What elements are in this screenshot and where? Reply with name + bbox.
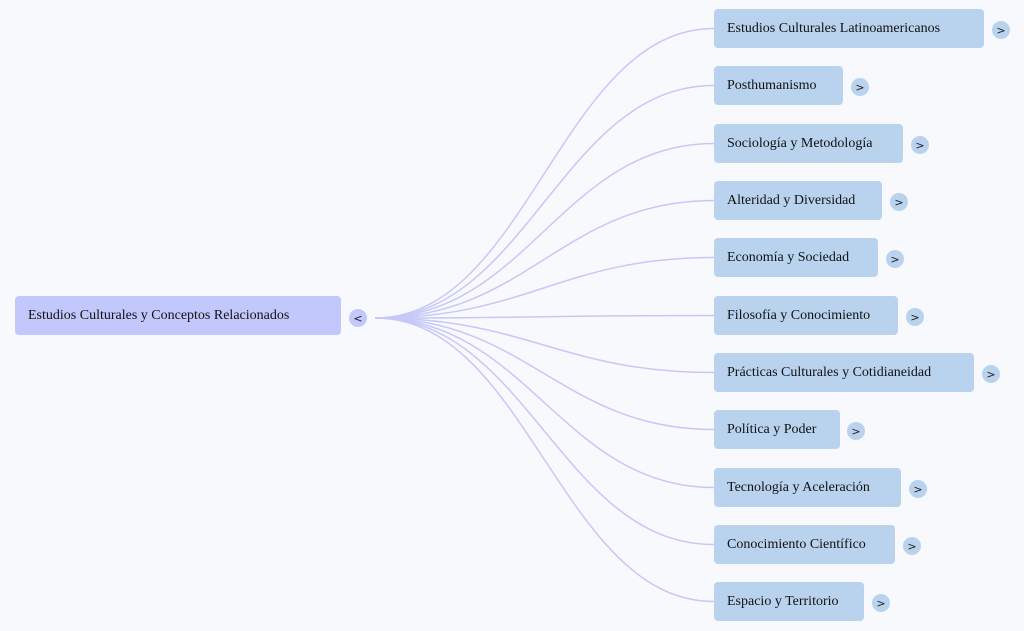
child-node-label: Posthumanismo xyxy=(727,77,817,93)
chevron-right-icon: > xyxy=(915,138,925,152)
child-node-posthumanismo[interactable]: Posthumanismo xyxy=(714,66,843,105)
chevron-right-icon: > xyxy=(996,23,1006,37)
chevron-right-icon: > xyxy=(876,596,886,610)
expand-toggle-sociologia[interactable]: > xyxy=(911,136,929,154)
connector-line xyxy=(374,27,715,319)
chevron-left-icon: < xyxy=(353,311,363,325)
connector-line xyxy=(374,317,715,374)
expand-toggle-politica[interactable]: > xyxy=(847,422,865,440)
child-node-sociologia[interactable]: Sociología y Metodología xyxy=(714,124,903,163)
child-node-label: Política y Poder xyxy=(727,421,817,437)
chevron-right-icon: > xyxy=(910,310,920,324)
chevron-right-icon: > xyxy=(907,539,917,553)
child-node-latinoamericanos[interactable]: Estudios Culturales Latinoamericanos xyxy=(714,9,984,48)
child-node-economia[interactable]: Economía y Sociedad xyxy=(714,238,878,277)
chevron-right-icon: > xyxy=(913,482,923,496)
expand-toggle-economia[interactable]: > xyxy=(886,250,904,268)
chevron-right-icon: > xyxy=(855,80,865,94)
expand-toggle-filosofia[interactable]: > xyxy=(906,308,924,326)
child-node-label: Filosofía y Conocimiento xyxy=(727,307,871,323)
child-node-label: Espacio y Territorio xyxy=(727,593,839,609)
child-node-filosofia[interactable]: Filosofía y Conocimiento xyxy=(714,296,898,335)
child-node-label: Conocimiento Científico xyxy=(727,536,866,552)
root-collapse-toggle[interactable]: < xyxy=(349,309,367,327)
child-node-practicas[interactable]: Prácticas Culturales y Cotidianeidad xyxy=(714,353,974,392)
child-node-tecnologia[interactable]: Tecnología y Aceleración xyxy=(714,468,901,507)
connector-line xyxy=(374,314,715,319)
child-node-label: Sociología y Metodología xyxy=(727,135,873,151)
connector-line xyxy=(374,256,715,319)
child-node-alteridad[interactable]: Alteridad y Diversidad xyxy=(714,181,882,220)
connector-line xyxy=(374,317,715,546)
child-node-conocimiento-cientifico[interactable]: Conocimiento Científico xyxy=(714,525,895,564)
child-node-politica[interactable]: Política y Poder xyxy=(714,410,840,449)
child-node-espacio[interactable]: Espacio y Territorio xyxy=(714,582,864,621)
chevron-right-icon: > xyxy=(890,252,900,266)
root-node-label: Estudios Culturales y Conceptos Relacion… xyxy=(28,307,290,323)
expand-toggle-latinoamericanos[interactable]: > xyxy=(992,21,1010,39)
connector-line xyxy=(374,199,715,319)
expand-toggle-espacio[interactable]: > xyxy=(872,594,890,612)
connector-line xyxy=(374,84,715,319)
chevron-right-icon: > xyxy=(894,195,904,209)
chevron-right-icon: > xyxy=(851,424,861,438)
child-node-label: Prácticas Culturales y Cotidianeidad xyxy=(727,364,932,380)
chevron-right-icon: > xyxy=(986,367,996,381)
root-node[interactable]: Estudios Culturales y Conceptos Relacion… xyxy=(15,296,341,335)
child-node-label: Tecnología y Aceleración xyxy=(727,479,870,495)
expand-toggle-conocimiento-cientifico[interactable]: > xyxy=(903,537,921,555)
child-node-label: Alteridad y Diversidad xyxy=(727,192,856,208)
connector-line xyxy=(374,317,715,431)
child-node-label: Economía y Sociedad xyxy=(727,249,850,265)
connector-line xyxy=(374,142,715,319)
child-node-label: Estudios Culturales Latinoamericanos xyxy=(727,20,941,36)
expand-toggle-tecnologia[interactable]: > xyxy=(909,480,927,498)
connector-line xyxy=(374,317,715,489)
expand-toggle-alteridad[interactable]: > xyxy=(890,193,908,211)
connector-line xyxy=(374,317,715,603)
expand-toggle-posthumanismo[interactable]: > xyxy=(851,78,869,96)
expand-toggle-practicas[interactable]: > xyxy=(982,365,1000,383)
